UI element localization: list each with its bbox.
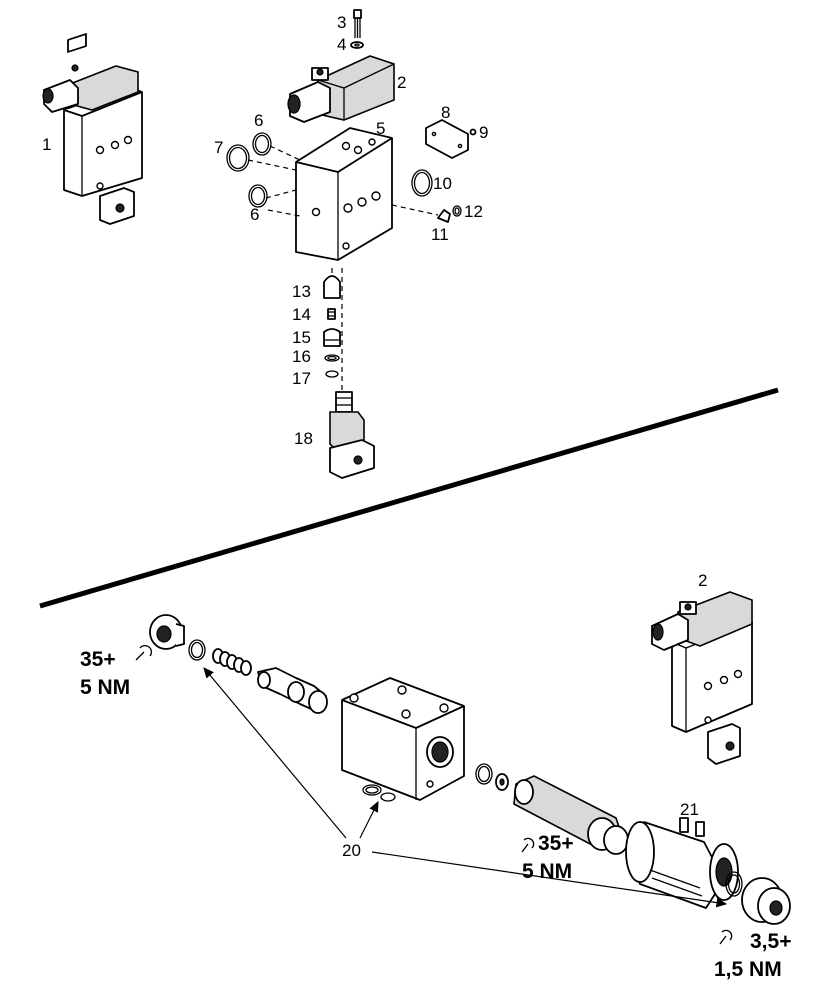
section-divider xyxy=(39,387,779,609)
o-ring-body xyxy=(362,784,382,796)
torque-left-unit: 5 NM xyxy=(80,676,130,699)
callout-20: 20 xyxy=(342,841,361,860)
solenoid-tube xyxy=(513,775,629,855)
o-ring-body-2 xyxy=(380,792,396,802)
torque-wrench-icon xyxy=(135,644,153,661)
o-ring-left xyxy=(188,639,206,661)
callout-7: 7 xyxy=(214,138,223,157)
torque-left-value: 35+ xyxy=(80,648,116,671)
spool xyxy=(257,667,328,714)
leader-20-to-right-o-ring xyxy=(371,851,728,908)
torque-wrench-icon xyxy=(521,837,535,853)
part-2-solenoid-lower xyxy=(651,591,753,765)
o-ring-mid xyxy=(475,763,493,785)
part-3-screw xyxy=(353,9,362,38)
part-2-solenoid-upper xyxy=(287,55,395,123)
part-14-spring xyxy=(327,308,336,320)
valve-body xyxy=(341,677,465,801)
spring xyxy=(212,648,252,676)
callout-21: 21 xyxy=(680,800,699,819)
callout-3: 3 xyxy=(337,13,346,32)
torque-wrench-icon xyxy=(719,929,733,945)
callout-9: 9 xyxy=(479,123,488,142)
torque-mid-value: 35+ xyxy=(538,832,574,855)
callout-15: 15 xyxy=(292,328,311,347)
part-16-o-ring xyxy=(324,354,340,362)
leader-20-to-left-o-ring xyxy=(203,667,347,839)
torque-right-value: 3,5+ xyxy=(750,930,791,953)
callout-1: 1 xyxy=(42,135,51,154)
part-12-seal xyxy=(452,205,462,217)
part-21-coil xyxy=(625,817,739,909)
part-13-cap xyxy=(323,275,341,299)
part-9-screw xyxy=(469,128,477,136)
callout-5: 5 xyxy=(376,119,385,138)
part-4-washer xyxy=(350,41,364,49)
callout-13: 13 xyxy=(292,282,311,301)
torque-right-unit: 1,5 NM xyxy=(714,958,782,981)
callout-6-lower: 6 xyxy=(250,205,259,224)
callout-6-upper: 6 xyxy=(254,111,263,130)
torque-mid-unit: 5 NM xyxy=(522,860,572,883)
leader-20-to-body-o-ring xyxy=(359,800,379,839)
callout-14: 14 xyxy=(292,305,311,324)
callout-2: 2 xyxy=(397,73,406,92)
coil-nut xyxy=(741,877,791,925)
part-18-cartridge-valve xyxy=(329,391,375,479)
callout-11: 11 xyxy=(431,225,449,244)
callout-12: 12 xyxy=(464,202,483,221)
part-11-plug xyxy=(437,209,451,223)
callout-16: 16 xyxy=(292,347,311,366)
callout-2-lower: 2 xyxy=(698,571,707,590)
part-6-o-ring-lower xyxy=(248,184,268,208)
part-15-plug xyxy=(323,328,341,347)
callout-17: 17 xyxy=(292,369,311,388)
callout-10: 10 xyxy=(433,174,452,193)
callout-8: 8 xyxy=(441,103,450,122)
callout-18: 18 xyxy=(294,429,313,448)
part-6-o-ring-upper xyxy=(252,132,272,156)
part-5-valve-block xyxy=(295,127,393,261)
end-plug-left xyxy=(149,614,185,650)
callout-4: 4 xyxy=(337,35,346,54)
o-ring-right xyxy=(725,871,743,897)
seal-mid xyxy=(495,773,509,791)
part-8-cover-plate xyxy=(425,119,469,159)
part-10-o-ring xyxy=(411,169,433,197)
part-17-washer xyxy=(325,370,339,378)
part-1-solenoid-valve xyxy=(42,33,143,225)
part-7-o-ring xyxy=(226,144,250,172)
